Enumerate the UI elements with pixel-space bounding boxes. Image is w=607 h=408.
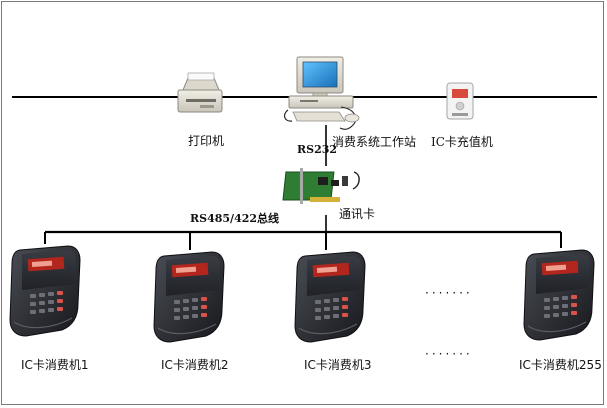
terminal-label-2: IC卡消费机2: [161, 358, 229, 372]
rs232-label: RS232: [297, 143, 337, 156]
terminal-icon-3: [294, 251, 366, 343]
recharger-label: IC卡充值机: [431, 134, 493, 149]
terminal-label-4: IC卡消费机255: [519, 358, 602, 372]
workstation-icon: [283, 56, 360, 130]
terminal-label-1: IC卡消费机1: [21, 358, 89, 372]
printer-icon: [177, 72, 223, 113]
recharger-icon: [446, 82, 474, 120]
terminal-label-3: IC卡消费机3: [304, 358, 372, 372]
terminal-icon-1: [9, 245, 81, 337]
ellipsis-bottom: ·······: [425, 347, 473, 361]
comm-card-icon: [282, 168, 360, 204]
ellipsis-top: ·······: [425, 286, 473, 300]
terminal-icon-2: [153, 251, 225, 343]
comm-card-label: 通讯卡: [339, 207, 375, 221]
terminal-icon-4: [523, 249, 595, 341]
workstation-label: 消费系统工作站: [332, 135, 416, 149]
bus-label: RS485/422总线: [190, 211, 279, 225]
printer-label: 打印机: [188, 134, 224, 148]
